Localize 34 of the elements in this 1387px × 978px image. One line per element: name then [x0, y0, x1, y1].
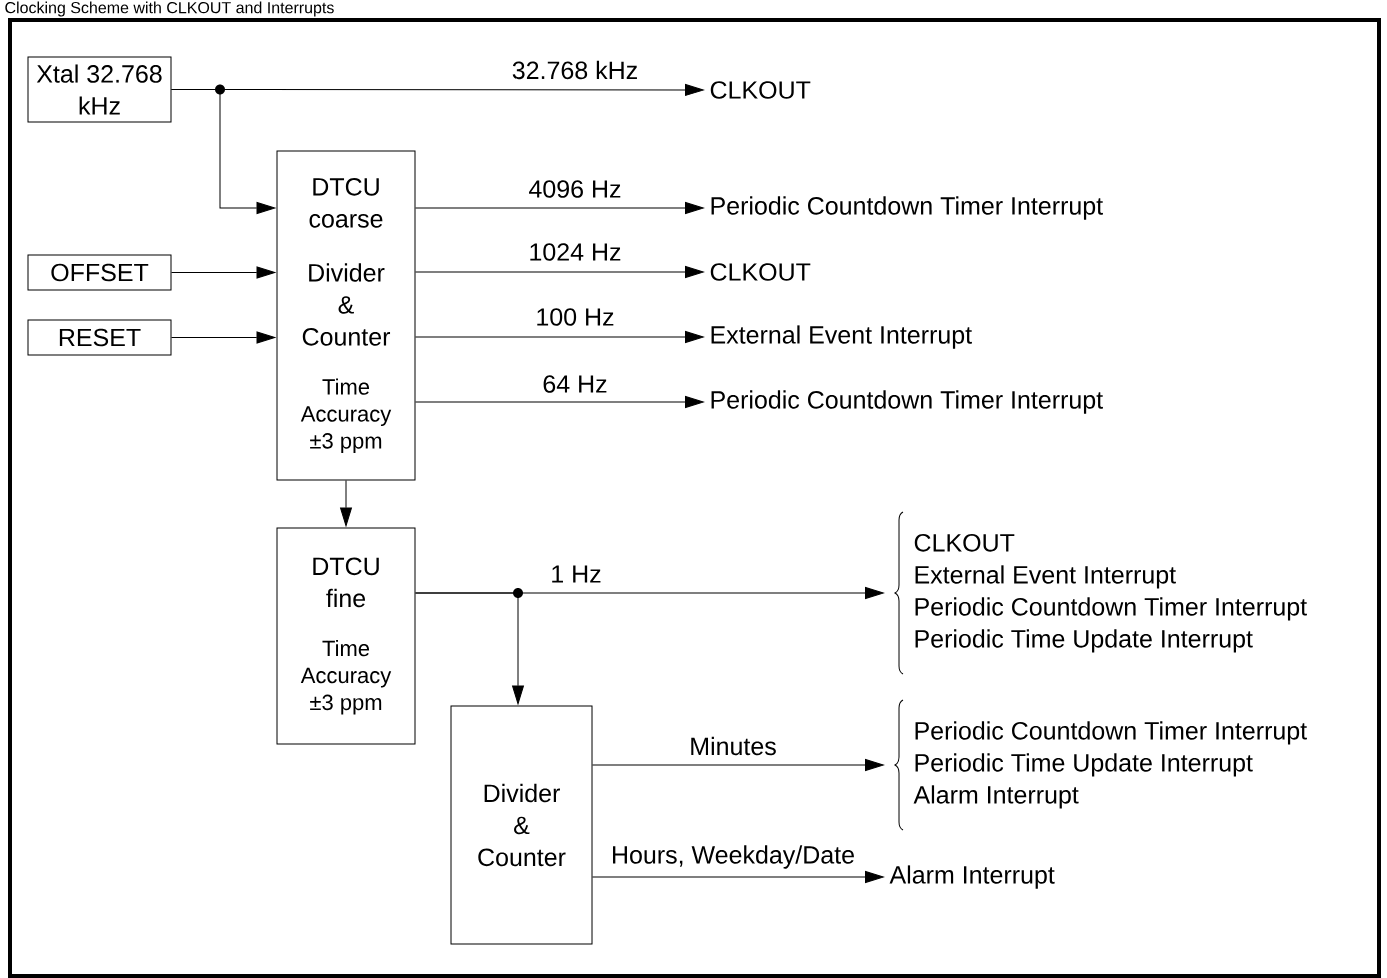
output-label: Periodic Countdown Timer Interrupt	[711, 390, 1103, 414]
block-box: OFFSET	[27, 254, 172, 291]
arrow	[340, 480, 352, 527]
block-box: DTCU coarse Divider & Counter Time Accuracy ±3 ppm	[276, 150, 416, 481]
output-label: CLKOUT	[710, 81, 811, 99]
title: Clocking Scheme with CLKOUT and Interrupts	[5, 1, 334, 17]
edge-label: Minutes	[691, 736, 776, 756]
arrow	[171, 89, 276, 214]
output-label: Periodic Countdown Timer Interrupt	[711, 196, 1103, 220]
edge-label: Hours, Weekday/Date	[613, 845, 854, 869]
block-box: Xtal 32.768 kHz	[27, 56, 172, 123]
block-box: DTCU fine Time Accuracy ±3 ppm	[276, 527, 416, 745]
arrow	[592, 871, 884, 883]
edge-label: 100 Hz	[537, 308, 614, 326]
edge-label: 32.768 kHz	[512, 60, 637, 80]
arrow	[415, 592, 524, 705]
arrow	[171, 266, 276, 279]
block-box: Divider & Counter	[450, 705, 593, 945]
output-list: Periodic Countdown Timer Interrupt Periodic Time Update Interrupt Alarm Interrupt	[913, 721, 1307, 809]
edge-label: 64 Hz	[543, 375, 607, 393]
output-list: CLKOUT External Event Interrupt Periodic Countdown Timer Interrupt Periodic Time Update Interrupt	[914, 533, 1307, 653]
output-label: External Event Interrupt	[711, 325, 972, 349]
block-box: RESET	[27, 319, 172, 356]
arrow	[415, 202, 704, 214]
output-label: Alarm Interrupt	[889, 865, 1055, 889]
edge-label: 1024 Hz	[530, 243, 621, 261]
output-label: CLKOUT	[710, 263, 811, 281]
arrow	[415, 396, 704, 408]
arrow	[171, 331, 276, 344]
edge-label: 1 Hz	[552, 565, 601, 583]
arrow	[415, 266, 704, 278]
arrow	[592, 759, 884, 771]
edge-label: 4096 Hz	[529, 180, 621, 198]
arrow	[415, 331, 704, 343]
